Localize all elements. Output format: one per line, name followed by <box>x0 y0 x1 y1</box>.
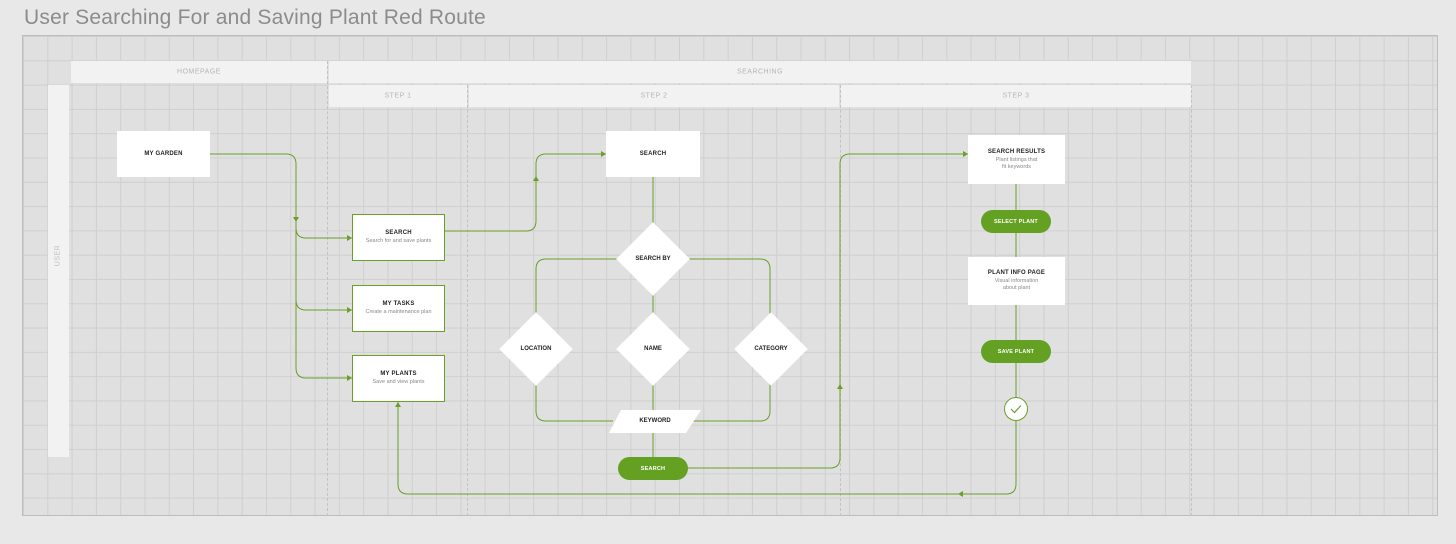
node-my-garden: MY GARDEN <box>117 131 210 177</box>
node-my-tasks: MY TASKS Create a maintenance plan <box>352 285 445 332</box>
node-my-plants: MY PLANTS Save and view plants <box>352 355 445 402</box>
node-plant-info-subtitle-1: Visual information <box>994 278 1039 284</box>
node-search-results: SEARCH RESULTS Plant listings that fit k… <box>968 135 1065 184</box>
arrow-to-tasks <box>347 307 352 313</box>
phase-searching-label: SEARCHING <box>736 68 784 76</box>
node-plant-info-subtitle-2: about plant <box>1002 285 1031 291</box>
step-3-label: STEP 3 <box>1002 92 1030 100</box>
decision-search-by-label: SEARCH BY <box>635 256 671 262</box>
decision-name-label: NAME <box>644 346 662 352</box>
page-title: User Searching For and Saving Plant Red … <box>24 6 486 29</box>
node-my-plants-subtitle: Save and view plants <box>372 379 425 385</box>
divider-homepage <box>327 61 328 516</box>
node-plant-info: PLANT INFO PAGE Visual information about… <box>968 257 1065 305</box>
completion-node <box>1004 397 1028 421</box>
connector-garden-menu <box>210 153 352 379</box>
node-my-garden-title: MY GARDEN <box>144 151 183 157</box>
search-button[interactable]: SEARCH <box>618 457 688 480</box>
decision-category-label: CATEGORY <box>754 346 788 352</box>
node-search-results-subtitle-1: Plant listings that <box>995 156 1038 163</box>
arrow-to-search <box>347 235 352 241</box>
save-plant-button[interactable]: SAVE PLANT <box>981 340 1051 363</box>
node-search-home: SEARCH Search for and save plants <box>352 214 445 261</box>
connector-to-search <box>295 227 352 239</box>
arrow-mid-menu <box>293 217 299 222</box>
phase-homepage-label: HOMEPAGE <box>177 68 221 76</box>
step-1: STEP 1 <box>329 85 467 107</box>
connector-to-tasks <box>295 299 352 311</box>
decision-location-label: LOCATION <box>520 346 552 352</box>
node-my-tasks-subtitle: Create a maintenance plan <box>365 309 432 315</box>
arrow-results-up <box>837 384 843 389</box>
node-my-plants-title: MY PLANTS <box>380 371 417 377</box>
node-my-tasks-title: MY TASKS <box>382 301 415 307</box>
node-search-home-subtitle: Search for and save plants <box>365 238 432 244</box>
arrow-to-myplants <box>347 375 352 381</box>
step-1-label: STEP 1 <box>384 92 412 100</box>
connector-search-results <box>687 153 968 469</box>
flow-board <box>22 35 1438 516</box>
arrow-search-up <box>533 176 539 181</box>
phase-homepage: HOMEPAGE <box>71 61 327 83</box>
step-2-label: STEP 2 <box>640 92 668 100</box>
checkmark-icon <box>1010 405 1022 414</box>
connector-search-page <box>445 153 606 232</box>
node-plant-info-title: PLANT INFO PAGE <box>987 270 1046 276</box>
node-search-page: SEARCH <box>606 131 700 177</box>
user-lane <box>48 85 69 457</box>
arrow-to-search-page <box>601 151 606 157</box>
step-2: STEP 2 <box>469 85 839 107</box>
select-plant-button[interactable]: SELECT PLANT <box>981 210 1051 233</box>
node-search-results-title: SEARCH RESULTS <box>987 148 1046 155</box>
arrow-return-left <box>958 491 963 497</box>
node-search-results-subtitle-2: fit keywords <box>1001 163 1032 170</box>
node-search-home-title: SEARCH <box>385 230 412 236</box>
connector-check-myplants <box>397 402 1017 495</box>
divider-step1 <box>467 85 468 516</box>
phase-searching: SEARCHING <box>329 61 1191 83</box>
arrow-to-results <box>963 151 968 157</box>
keyword-label: KEYWORD <box>639 418 671 424</box>
arrow-to-myplants-up <box>395 402 401 407</box>
node-search-page-title: SEARCH <box>639 151 667 157</box>
divider-step3 <box>1191 85 1192 516</box>
step-3: STEP 3 <box>841 85 1191 107</box>
